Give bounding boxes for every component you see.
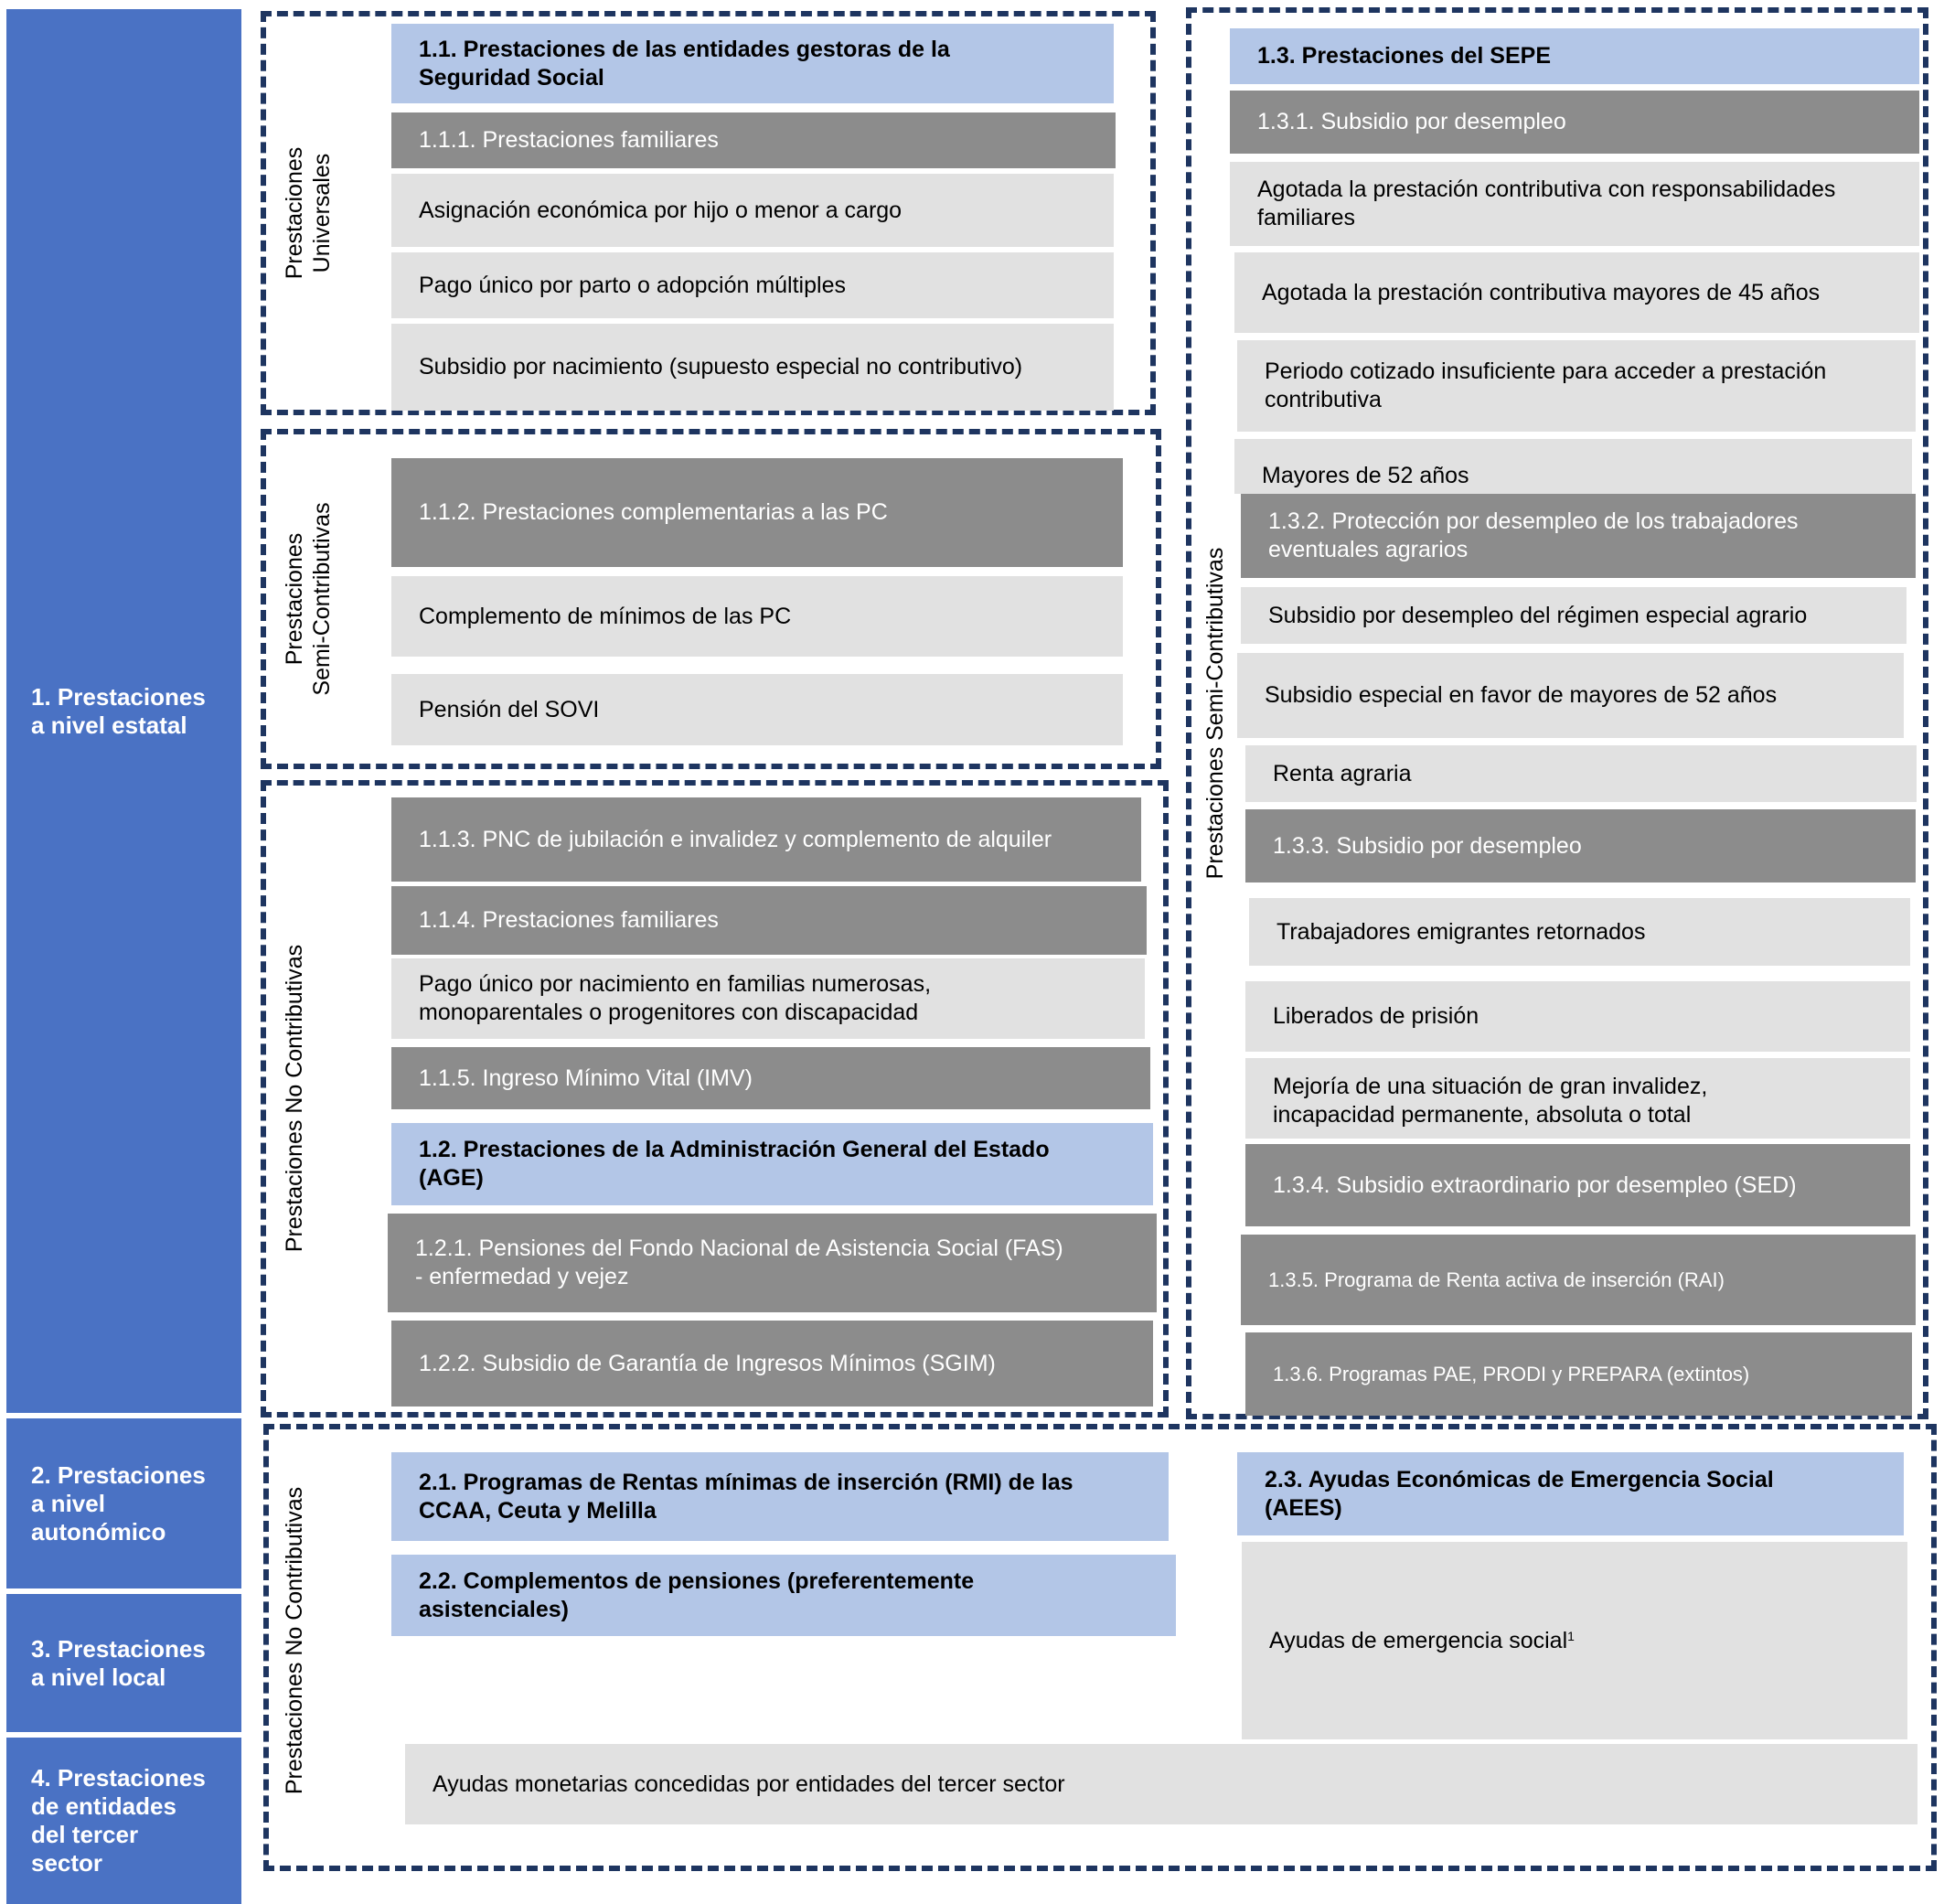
label-universales: Prestaciones Universales [282,146,335,280]
item-subsidio-regimen-agrario: Subsidio por desempleo del régimen espec… [1241,587,1907,644]
header-sepe-13: 1.3. Prestaciones del SEPE [1230,28,1919,84]
item-sed-134: 1.3.4. Subsidio extraordinario por desem… [1245,1144,1910,1226]
label-semi-contributivas-right: Prestaciones Semi-Contributivas [1202,547,1228,880]
item-periodo-cotizado: Periodo cotizado insuficiente para acced… [1237,340,1916,432]
item-mayores-52: Mayores de 52 años [1234,439,1912,494]
item-prestaciones-complementarias-112: 1.1.2. Prestaciones complementarias a la… [391,458,1123,567]
item-agotada-responsabilidades: Agotada la prestación contributiva con r… [1230,162,1919,246]
item-subsidio-desempleo-131: 1.3.1. Subsidio por desempleo [1230,91,1919,154]
item-prestaciones-familiares-111: 1.1.1. Prestaciones familiares [391,112,1116,168]
item-ayudas-tercer-sector: Ayudas monetarias concedidas por entidad… [405,1744,1917,1824]
item-imv-115: 1.1.5. Ingreso Mínimo Vital (IMV) [391,1047,1150,1109]
item-rai-135: 1.3.5. Programa de Renta activa de inser… [1241,1235,1916,1325]
item-emigrantes-retornados: Trabajadores emigrantes retornados [1249,898,1910,966]
item-asignacion-hijo: Asignación económica por hijo o menor a … [391,174,1114,247]
header-rmi-21: 2.1. Programas de Rentas mínimas de inse… [391,1452,1169,1541]
label-no-contributivas-bottom: Prestaciones No Contributivas [282,1486,307,1795]
item-prestaciones-familiares-114: 1.1.4. Prestaciones familiares [391,886,1147,955]
item-sgim-122: 1.2.2. Subsidio de Garantía de Ingresos … [391,1321,1153,1407]
header-complementos-pensiones-22: 2.2. Complementos de pensiones (preferen… [391,1555,1176,1636]
footnote-marker: 1 [1567,1629,1575,1643]
header-age-12: 1.2. Prestaciones de la Administración G… [391,1123,1153,1205]
level-local: 3. Prestaciones a nivel local [6,1594,241,1732]
item-pago-unico-parto: Pago único por parto o adopción múltiple… [391,252,1114,318]
label-no-contributivas-left: Prestaciones No Contributivas [282,944,307,1253]
item-agotada-mayores-45: Agotada la prestación contributiva mayor… [1234,252,1919,333]
item-subsidio-mayores-52: Subsidio especial en favor de mayores de… [1237,653,1904,738]
item-mejoria-invalidez: Mejoría de una situación de gran invalid… [1245,1058,1910,1139]
group-sepe-frame [1186,7,1928,1419]
item-pago-unico-nacimiento: Pago único por nacimiento en familias nu… [391,958,1145,1039]
group-no-contributivas-bottom-frame [263,1424,1937,1871]
label-semi-contributivas-left: Prestaciones Semi-Contributivas [282,502,335,696]
group-semi-contributivas-left-frame [261,429,1161,769]
item-fas-121: 1.2.1. Pensiones del Fondo Nacional de A… [388,1214,1157,1312]
item-agrarios-132: 1.3.2. Protección por desempleo de los t… [1241,494,1916,578]
item-liberados-prision: Liberados de prisión [1245,981,1910,1052]
item-pae-prodi-prepara-136: 1.3.6. Programas PAE, PRODI y PREPARA (e… [1245,1332,1912,1416]
item-subsidio-desempleo-133: 1.3.3. Subsidio por desempleo [1245,809,1916,882]
group-universales-frame [261,11,1156,415]
item-renta-agraria: Renta agraria [1245,745,1917,802]
item-subsidio-nacimiento: Subsidio por nacimiento (supuesto especi… [391,324,1114,411]
level-autonomico: 2. Prestaciones a nivel autonómico [6,1418,241,1588]
header-entidades-gestoras: 1.1. Prestaciones de las entidades gesto… [391,24,1114,103]
ayudas-emergencia-label: Ayudas de emergencia social [1269,1627,1568,1653]
level-estatal: 1. Prestaciones a nivel estatal [6,9,241,1413]
item-pension-sovi: Pensión del SOVI [391,674,1123,745]
group-no-contributivas-left-frame [261,780,1169,1417]
level-tercer-sector: 4. Prestaciones de entidades del tercer … [6,1738,241,1904]
header-aees-23: 2.3. Ayudas Económicas de Emergencia Soc… [1237,1452,1904,1535]
item-complemento-minimos: Complemento de mínimos de las PC [391,576,1123,657]
item-pnc-jubilacion-113: 1.1.3. PNC de jubilación e invalidez y c… [391,797,1141,882]
